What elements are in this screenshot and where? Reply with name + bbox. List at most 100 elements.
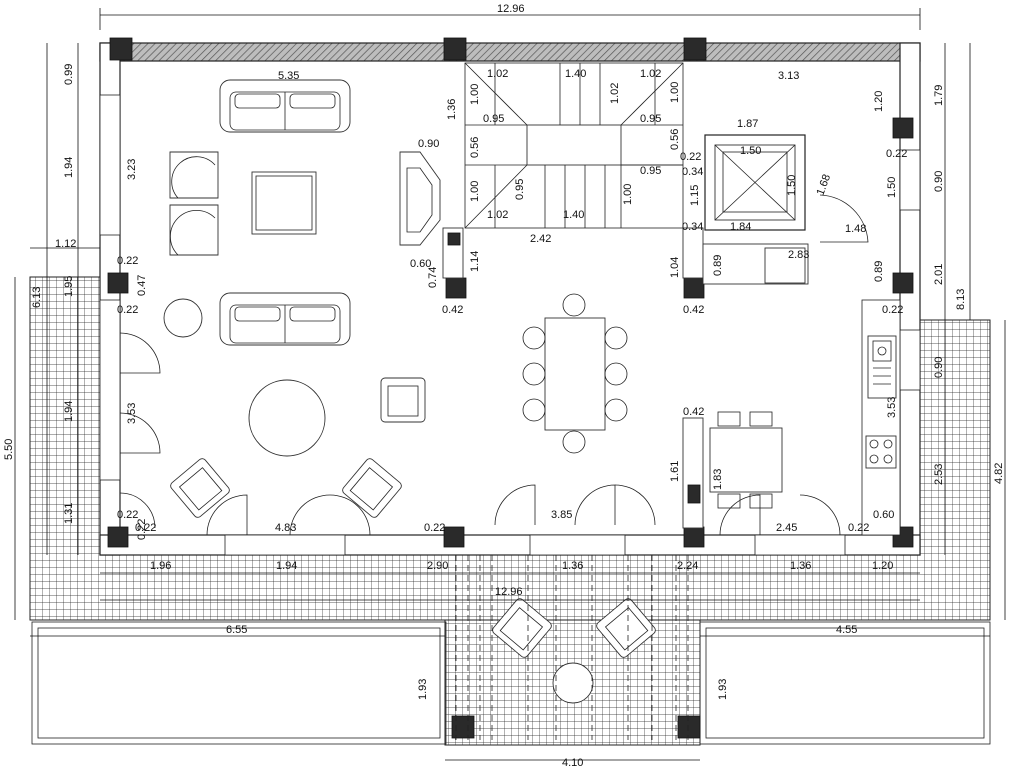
dim-middle-10: 1.61	[669, 461, 681, 482]
dim-room-2: 2.45	[776, 522, 797, 534]
dim-room-0: 4.83	[275, 522, 296, 534]
pergola	[455, 555, 689, 740]
dim-elev-4: 1.15	[689, 185, 701, 206]
terrace-furniture	[492, 598, 656, 704]
kitchen-cooktop	[865, 435, 897, 469]
dim-bottom-1: 1.94	[276, 560, 297, 572]
dim-room-3: 0.22	[424, 522, 445, 534]
dim-elev-10: 2.83	[788, 249, 809, 261]
dim-bottom-3: 1.36	[562, 560, 583, 572]
dim-stair-5: 1.02	[487, 209, 508, 221]
sofa-top	[219, 79, 351, 133]
dim-right-inner-3: 3.53	[886, 397, 898, 418]
armchairs-left	[169, 151, 219, 256]
dim-terrace-0: 6.55	[226, 624, 247, 636]
dim-elev-7: 1.48	[845, 223, 866, 235]
dim-left-misc-0: 1.12	[55, 238, 76, 250]
dim-stair-3: 1.00	[469, 181, 481, 202]
dim-middle-6: 0.42	[683, 304, 704, 316]
dim-middle-1: 0.90	[418, 138, 439, 150]
dim-terrace-1: 4.55	[836, 624, 857, 636]
dim-room-4: 0.22	[848, 522, 869, 534]
dim-stair-9: 0.56	[669, 129, 681, 150]
dim-right-total-0: 8.13	[955, 289, 967, 310]
dim-terrace-2: 1.93	[417, 679, 429, 700]
dim-stair-11: 0.95	[640, 165, 661, 177]
dim-left-3: 1.31	[63, 503, 75, 524]
dim-elev-5: 1.50	[786, 175, 798, 196]
dim-elev-0: 1.87	[737, 118, 758, 130]
dim-left-misc-4: 1.95	[63, 276, 75, 297]
armchair-bottom-right	[342, 458, 402, 518]
small-round-table	[163, 298, 203, 338]
dim-right-inner-6: 0.60	[873, 509, 894, 521]
dim-terrace-3: 1.93	[717, 679, 729, 700]
exterior-walls	[99, 42, 921, 556]
dim-left-inner-1: 3.53	[126, 403, 138, 424]
dim-top-stair-2: 1.40	[565, 68, 586, 80]
armchair-center	[380, 377, 426, 423]
dim-bottom-5: 1.36	[790, 560, 811, 572]
dim-right-inner-4: 0.22	[886, 148, 907, 160]
dim-left-1: 1.94	[63, 157, 75, 178]
large-round-table	[248, 379, 326, 457]
dim-stair-4: 0.95	[514, 179, 526, 200]
dim-right-2: 2.01	[933, 264, 945, 285]
dim-middle-4: 1.14	[469, 251, 481, 272]
staircase	[464, 62, 684, 229]
dim-right-3: 0.90	[933, 357, 945, 378]
dim-bottom-2: 2.90	[427, 560, 448, 572]
door-swings	[119, 194, 869, 536]
dim-left-misc-3: 0.22	[117, 304, 138, 316]
dim-right-0: 1.79	[933, 85, 945, 106]
dim-middle-0: 1.36	[446, 99, 458, 120]
dim-right-4: 2.53	[933, 464, 945, 485]
dim-elev-1: 1.50	[740, 145, 761, 157]
dim-bottom-0: 1.96	[150, 560, 171, 572]
dim-middle-2: 0.60	[410, 258, 431, 270]
dim-middle-8: 0.89	[712, 255, 724, 276]
dim-left-2: 1.94	[63, 401, 75, 422]
dim-left-misc-5: 0.22	[117, 509, 138, 521]
planter-boxes	[31, 621, 991, 745]
dim-top-living: 5.35	[278, 70, 299, 82]
dim-top-total: 12.96	[497, 3, 525, 15]
dim-stair-8: 0.95	[640, 113, 661, 125]
dim-elev-3: 0.34	[682, 166, 703, 178]
dim-middle-9: 0.42	[683, 406, 704, 418]
dim-top-stair-1: 1.02	[487, 68, 508, 80]
kitchen-table	[709, 411, 783, 509]
dim-middle-3: 0.74	[427, 267, 439, 288]
dim-left-misc-7: 6.13	[31, 287, 43, 308]
dim-middle-7: 1.04	[669, 257, 681, 278]
dim-left-misc-1: 0.22	[117, 255, 138, 267]
dim-stair-0: 1.00	[469, 84, 481, 105]
dimension-lines	[14, 8, 1006, 761]
dim-left-misc-8: 5.50	[3, 439, 15, 460]
dim-elev-8: 0.34	[682, 221, 703, 233]
dim-left-inner-0: 3.23	[126, 159, 138, 180]
dim-bottom-4: 2.24	[677, 560, 698, 572]
dim-stair-13: 2.42	[530, 233, 551, 245]
dim-right-1: 0.90	[933, 171, 945, 192]
dim-left-0: 0.99	[63, 64, 75, 85]
dim-left-misc-2: 0.47	[136, 275, 148, 296]
dim-stair-6: 1.40	[563, 209, 584, 221]
dim-terrace-4: 4.10	[562, 757, 583, 769]
dim-bottom-total: 12.96	[495, 586, 523, 598]
dining-table	[522, 293, 628, 454]
dim-stair-12: 1.02	[609, 83, 621, 104]
armchair-bottom-left	[170, 458, 230, 518]
dim-right-inner-0: 1.20	[873, 91, 885, 112]
dim-middle-5: 0.42	[442, 304, 463, 316]
dim-stair-2: 0.56	[469, 137, 481, 158]
dim-middle-11: 1.83	[712, 469, 724, 490]
dim-elev-2: 0.22	[680, 151, 701, 163]
kitchen-sink	[867, 335, 897, 399]
dimension-labels: 12.96 5.35 1.02 1.40 1.02 3.13 0.99 1.94…	[3, 3, 1005, 769]
dim-stair-7: 1.00	[622, 184, 634, 205]
fireplace	[399, 151, 441, 246]
dim-room-5: 0.22	[135, 522, 156, 534]
dim-stair-1: 0.95	[483, 113, 504, 125]
